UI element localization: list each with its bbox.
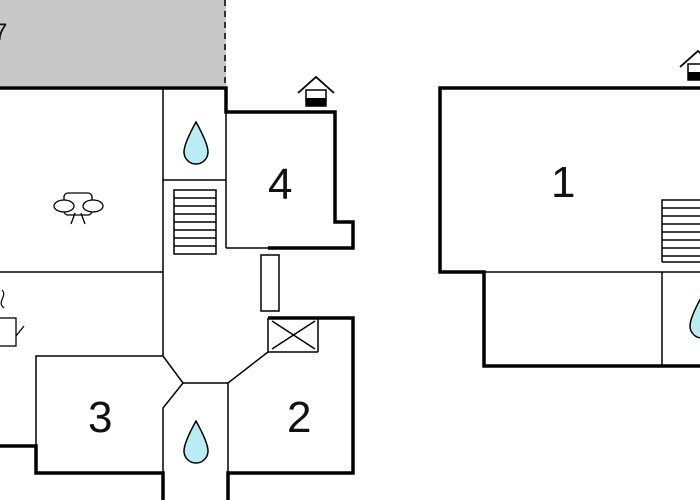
- radiator: [260, 254, 280, 312]
- outer-wall-right: [226, 316, 355, 500]
- stove-icon: [0, 289, 25, 347]
- outer-wall-top: [0, 86, 355, 250]
- entrance-house-icon: [679, 49, 700, 81]
- upper-floor: 1: [438, 49, 700, 368]
- ground-floor: 4 3 2: [0, 75, 355, 500]
- sofa-icon: [53, 192, 104, 225]
- water-drop-icon: [689, 298, 700, 339]
- entrance-house-icon: [297, 75, 335, 107]
- icons.chimney: [271, 320, 316, 350]
- corner-label: 7: [0, 19, 7, 46]
- outer-wall-bottom-left: [0, 444, 165, 500]
- stairs-icon: [173, 189, 217, 255]
- room-4-label: 4: [268, 160, 292, 209]
- outer-wall-upper: [438, 86, 700, 368]
- room-3-label: 3: [88, 393, 112, 442]
- water-drop-icon: [183, 120, 209, 165]
- room-2-label: 2: [287, 393, 311, 442]
- room-1-label: 1: [551, 158, 575, 207]
- stairs-icon: [661, 199, 700, 262]
- water-drop-icon: [183, 419, 209, 464]
- terrace: 7: [0, 0, 226, 86]
